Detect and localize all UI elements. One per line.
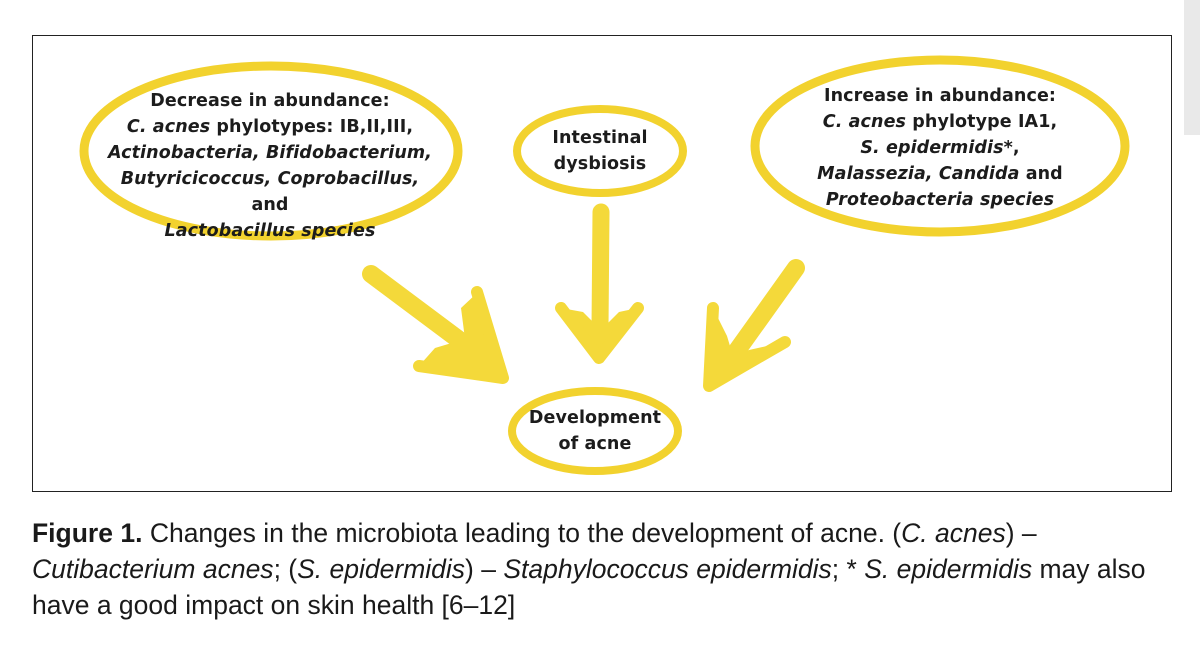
right-oval-line2-italic: S. epidermidis <box>860 138 1004 158</box>
caption-text-5: ; * <box>831 554 865 584</box>
left-oval-line1-italic: C. acnes <box>126 117 211 137</box>
center-top-oval-text: Intestinal dysbiosis <box>520 125 680 177</box>
left-oval-heading: Decrease in abundance: <box>150 91 390 111</box>
figure-caption: Figure 1. Changes in the microbiota lead… <box>32 515 1182 623</box>
center-top-oval-line1: Intestinal <box>552 128 648 148</box>
right-arrow <box>703 259 805 392</box>
right-oval-text: Increase in abundance: C. acnes phylotyp… <box>785 83 1095 213</box>
left-arrow <box>362 265 509 384</box>
left-oval-line2: Actinobacteria, Bifidobacterium, <box>108 143 432 163</box>
right-oval-line1: C. acnes phylotype IA1, <box>785 109 1095 135</box>
caption-italic-5: S. epidermidis <box>864 554 1033 584</box>
right-oval-line3-italic: Malassezia, Candida <box>817 164 1020 184</box>
left-oval-line3: Butyricicoccus, Coprobacillus, and <box>105 166 435 218</box>
caption-text-6: may also have a good impact on skin heal… <box>32 554 1146 620</box>
left-oval-line1: C. acnes phylotypes: IB,II,III, <box>105 114 435 140</box>
left-oval-line3-rest: and <box>251 195 289 215</box>
caption-text-3: ; ( <box>273 554 298 584</box>
right-oval-line3-rest: and <box>1019 164 1063 184</box>
bottom-oval-outline <box>508 387 682 475</box>
right-oval-line1-italic: C. acnes <box>822 112 907 132</box>
diagram-canvas <box>79 55 1130 475</box>
left-oval-text: Decrease in abundance: C. acnes phylotyp… <box>105 88 435 244</box>
right-oval-line2: S. epidermidis*, <box>785 135 1095 161</box>
left-oval-line1-rest: phylotypes: IB,II,III, <box>210 117 414 137</box>
bottom-oval-text: Development of acne <box>515 405 675 457</box>
caption-italic-1: C. acnes <box>901 518 1006 548</box>
caption-italic-3: S. epidermidis <box>297 554 466 584</box>
caption-text-1: Changes in the microbiota leading to the… <box>142 518 902 548</box>
right-oval-line3: Malassezia, Candida and <box>785 161 1095 187</box>
caption-italic-4: Staphylococcus epidermidis <box>503 554 832 584</box>
bottom-oval-line2: of acne <box>558 434 632 454</box>
center-arrow <box>555 203 644 364</box>
right-oval-outline <box>750 55 1130 237</box>
center-top-oval-outline <box>513 105 687 197</box>
right-oval-heading: Increase in abundance: <box>823 86 1057 106</box>
caption-italic-2: Cutibacterium acnes <box>32 554 274 584</box>
right-oval-line2-rest: *, <box>1003 138 1020 158</box>
scrollbar[interactable] <box>1184 0 1200 135</box>
caption-label: Figure 1. <box>32 518 143 548</box>
left-oval-line4: Lactobacillus species <box>164 221 376 241</box>
center-top-oval-line2: dysbiosis <box>553 154 647 174</box>
bottom-oval-line1: Development <box>528 408 662 428</box>
right-oval-line1-rest: phylotype IA1, <box>906 112 1058 132</box>
right-oval-line4: Proteobacteria species <box>825 190 1055 210</box>
caption-text-2: ) – <box>1005 518 1037 548</box>
left-oval-outline <box>79 61 463 241</box>
caption-text-4: ) – <box>465 554 504 584</box>
figure-frame: Decrease in abundance: C. acnes phylotyp… <box>32 35 1172 492</box>
left-oval-line3-italic: Butyricicoccus, Coprobacillus, <box>120 169 420 189</box>
